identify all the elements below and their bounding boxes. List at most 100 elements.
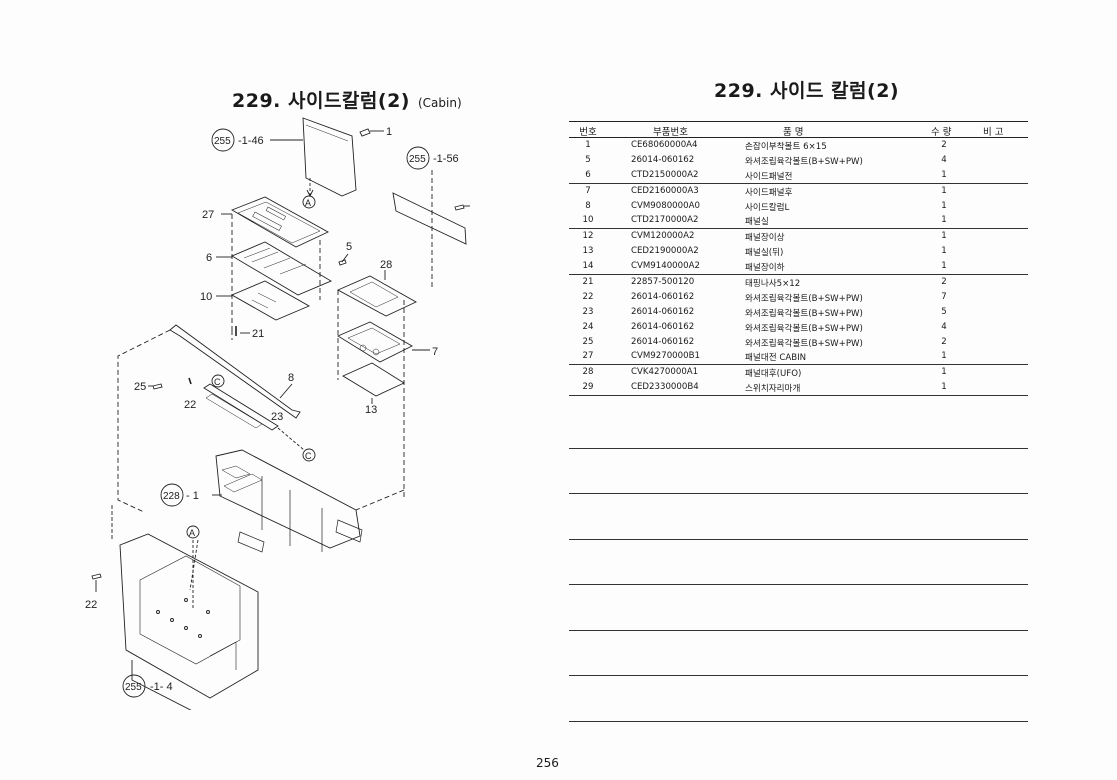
header-no: 번호 xyxy=(579,127,597,138)
callout-255a-suffix: -1-46 xyxy=(238,135,264,147)
table-row: 27 CVM9270000B1 패널대전 CABIN 1 xyxy=(569,349,1028,366)
row-part-no: CVM9270000B1 xyxy=(631,351,700,362)
row-qty: 1 xyxy=(941,169,947,180)
marker-a-lower: A xyxy=(189,528,195,538)
row-part-name: 와셔조립육각볼트(B+SW+PW) xyxy=(745,293,863,304)
row-no: 25 xyxy=(582,336,594,347)
header-part-no: 부품번호 xyxy=(653,127,688,138)
callout-255c: 255 xyxy=(125,682,142,693)
row-qty: 2 xyxy=(941,140,947,150)
row-qty: 7 xyxy=(941,291,947,302)
row-part-no: 26014-060162 xyxy=(631,154,695,165)
row-part-name: 스위치자리마개 xyxy=(745,384,801,395)
row-part-no: CED2190000A2 xyxy=(631,246,699,257)
row-qty: 1 xyxy=(941,367,947,378)
row-part-no: CVM120000A2 xyxy=(631,231,695,242)
row-no: 12 xyxy=(582,231,594,242)
row-qty: 4 xyxy=(941,154,947,165)
row-part-no: CTD2150000A2 xyxy=(631,169,699,180)
label-part-25: 25 xyxy=(134,381,146,393)
row-no: 13 xyxy=(582,246,594,257)
row-part-no: 26014-060162 xyxy=(631,321,695,332)
label-part-22-upper: 22 xyxy=(184,399,196,411)
marker-a-upper: A xyxy=(305,198,311,208)
panel-28-shape xyxy=(336,275,417,317)
panel-13-shape xyxy=(342,362,405,397)
parts-table-header: 번호 부품번호 품 명 수 량 비 고 xyxy=(569,122,1028,138)
row-part-no: CVM9080000A0 xyxy=(631,200,700,211)
row-part-name: 패널실 xyxy=(745,217,769,228)
row-part-name: 와셔조립육각볼트(B+SW+PW) xyxy=(745,323,863,334)
diagram-title-sub: (Cabin) xyxy=(417,96,462,110)
row-no: 1 xyxy=(585,140,591,150)
callout-228: 228 xyxy=(163,491,180,502)
row-qty: 1 xyxy=(941,351,947,362)
table-row: 13 CED2190000A2 패널실(뒤) 1 xyxy=(569,244,1028,259)
header-remarks: 비 고 xyxy=(983,127,1004,138)
marker-c-upper: C xyxy=(214,377,221,387)
row-part-name: 와셔조립육각볼트(B+SW+PW) xyxy=(745,308,863,319)
row-no: 7 xyxy=(585,185,591,196)
parts-table: 번호 부품번호 품 명 수 량 비 고 1 CE68060000A4 손잡이부착볼트… xyxy=(569,121,1028,397)
label-part-8: 8 xyxy=(288,372,294,384)
row-part-no: CE68060000A4 xyxy=(631,140,698,150)
row-part-no: CVM9140000A2 xyxy=(631,261,700,272)
frame-assembly-shape xyxy=(215,449,361,549)
row-part-no: CED2330000B4 xyxy=(631,382,699,393)
label-part-27: 27 xyxy=(202,209,214,221)
table-row: 1 CE68060000A4 손잡이부착볼트 6×15 2 xyxy=(569,138,1028,153)
diagram-title: 229. 사이드칼럼(2)(Cabin) xyxy=(232,86,462,113)
label-part-5: 5 xyxy=(346,241,352,253)
row-part-name: 패널실(뒤) xyxy=(745,248,784,259)
row-qty: 2 xyxy=(941,336,947,347)
table-row: 5 26014-060162 와셔조립육각볼트(B+SW+PW) 4 xyxy=(569,153,1028,168)
row-no: 14 xyxy=(582,261,594,272)
parts-list-title: 229. 사이드 칼럼(2) xyxy=(714,80,900,102)
panel-6-shape xyxy=(231,241,332,296)
row-no: 10 xyxy=(582,215,594,226)
row-qty: 2 xyxy=(941,277,947,288)
rear-panel-shape xyxy=(302,117,357,197)
row-qty: 1 xyxy=(941,231,947,242)
row-no: 5 xyxy=(585,154,591,165)
row-qty: 1 xyxy=(941,261,947,272)
row-no: 29 xyxy=(582,382,594,393)
marker-c-lower: C xyxy=(305,451,312,461)
row-part-no: 26014-060162 xyxy=(631,336,695,347)
row-qty: 1 xyxy=(941,382,947,393)
callout-255a: 255 xyxy=(214,136,231,147)
label-part-22-lower: 22 xyxy=(85,599,97,611)
row-part-name: 패널대후(UFO) xyxy=(745,369,802,380)
panel-10-shape xyxy=(230,280,311,321)
row-part-name: 태핑나사5×12 xyxy=(745,279,801,290)
table-row: 25 26014-060162 와셔조립육각볼트(B+SW+PW) 2 xyxy=(569,335,1028,350)
row-part-name: 패널대전 CABIN xyxy=(745,353,807,364)
row-part-name: 와셔조립육각볼트(B+SW+PW) xyxy=(745,156,863,167)
row-part-name: 와셔조립육각볼트(B+SW+PW) xyxy=(745,338,863,349)
row-no: 6 xyxy=(585,169,591,180)
table-row: 29 CED2330000B4 스위치자리마개 1 xyxy=(569,380,1028,397)
row-part-no: CTD2170000A2 xyxy=(631,215,699,226)
row-part-no: CED2160000A3 xyxy=(631,185,699,196)
row-part-no: 22857-500120 xyxy=(631,277,695,288)
row-qty: 1 xyxy=(941,246,947,257)
panel-27-shape xyxy=(230,196,329,248)
base-panel-shape xyxy=(119,533,259,699)
row-part-no: 26014-060162 xyxy=(631,306,695,317)
row-no: 27 xyxy=(582,351,594,362)
row-part-name: 손잡이부착볼트 6×15 xyxy=(745,142,827,152)
row-no: 8 xyxy=(585,200,591,211)
label-part-7: 7 xyxy=(432,346,438,358)
callout-255b-suffix: -1-56 xyxy=(433,153,459,165)
blank-ruled-lines xyxy=(569,403,1028,722)
label-part-10: 10 xyxy=(200,291,212,303)
header-name: 품 명 xyxy=(783,127,804,138)
